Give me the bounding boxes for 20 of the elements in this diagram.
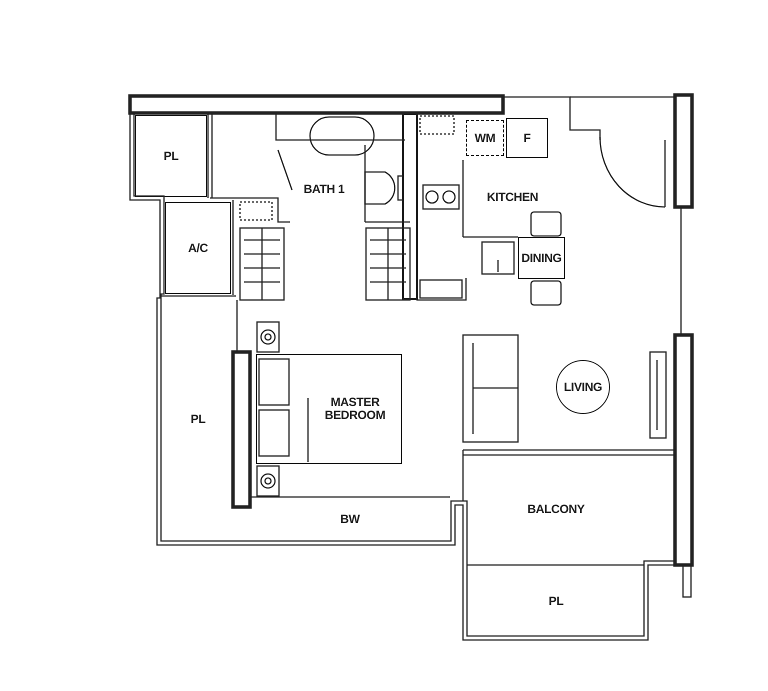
appliance-area <box>466 120 504 156</box>
room-area <box>165 202 231 294</box>
bed <box>256 354 402 464</box>
room-label: BALCONY <box>527 502 585 516</box>
room-label: MASTER BEDROOM <box>324 396 386 422</box>
room-label: BW <box>340 512 360 526</box>
fridge-area <box>506 118 548 158</box>
room-label: WM <box>474 132 496 144</box>
room-label: BATH 1 <box>304 182 344 196</box>
room-label: KITCHEN <box>486 191 538 204</box>
dining-table <box>518 237 565 279</box>
room-label: A/C <box>188 242 208 254</box>
room-area <box>135 115 207 197</box>
room-label: PL <box>548 594 564 608</box>
room-label: LIVING <box>564 380 602 394</box>
room-label: F <box>523 132 531 144</box>
room-label: PL <box>190 412 206 426</box>
room-label: DINING <box>521 252 562 264</box>
rug-circle <box>556 360 610 414</box>
room-label: PL <box>164 150 178 162</box>
